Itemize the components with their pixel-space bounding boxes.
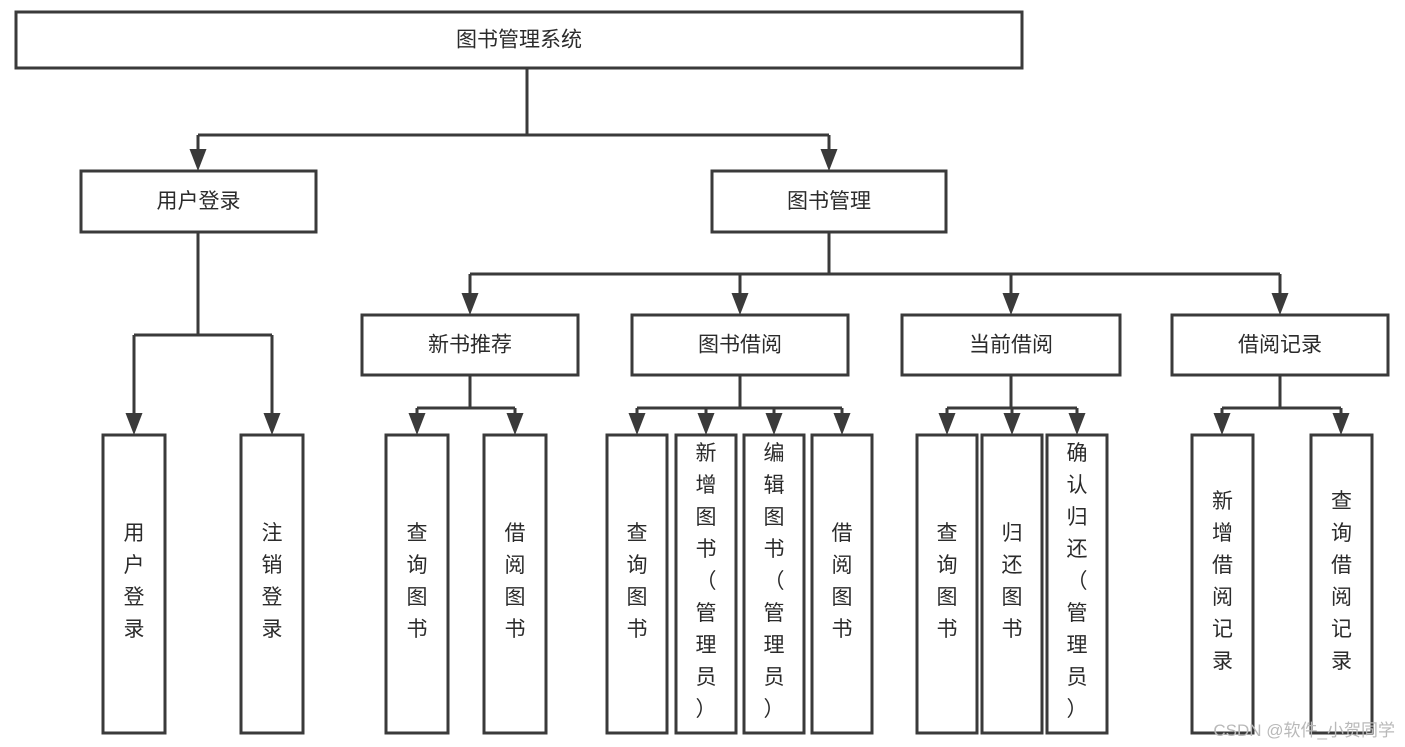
arrow-head-icon: [833, 413, 851, 435]
arrow-head-icon: [263, 413, 281, 435]
connector-borrowing-to-leaves: [628, 375, 851, 435]
arrow-head-icon: [765, 413, 783, 435]
node-box: [900, 313, 1122, 377]
node-leaf-add-borrowing-record[interactable]: 新增借阅记录: [1190, 433, 1255, 735]
node-box: [605, 433, 669, 735]
node-label: 归还图书: [1002, 522, 1023, 641]
connector-user-login-to-leaves: [125, 232, 281, 435]
arrow-head-icon: [506, 413, 524, 435]
connector-recommendation-to-leaves: [408, 375, 524, 435]
node-leaf-query-books-current[interactable]: 查询图书: [915, 433, 979, 735]
node-root-library-management-system[interactable]: 图书管理系统: [14, 10, 1024, 70]
node-label: 查询图书: [407, 522, 428, 641]
arrow-head-icon: [628, 413, 646, 435]
node-new-book-recommendation[interactable]: 新书推荐: [360, 313, 580, 377]
node-borrowing-records[interactable]: 借阅记录: [1170, 313, 1390, 377]
node-label: 查询图书: [627, 522, 648, 641]
node-label: 借阅记录: [1238, 334, 1322, 357]
node-label: 新增图书（管理员）: [696, 442, 717, 721]
node-leaf-logout[interactable]: 注销登录: [239, 433, 305, 735]
node-label: 注销登录: [262, 522, 283, 641]
connector-records-to-leaves: [1213, 375, 1350, 435]
node-label: 图书管理系统: [456, 29, 582, 52]
node-label: 新书推荐: [428, 334, 512, 357]
arrow-head-icon: [1271, 293, 1289, 315]
node-box: [1170, 313, 1390, 377]
arrow-head-icon: [1003, 413, 1021, 435]
node-leaf-query-borrowing-record[interactable]: 查询借阅记录: [1309, 433, 1374, 735]
node-leaf-borrow-books-recommendation[interactable]: 借阅图书: [482, 433, 548, 735]
node-label: 编辑图书（管理员）: [764, 442, 785, 721]
node-leaf-return-books[interactable]: 归还图书: [980, 433, 1044, 735]
arrow-head-icon: [938, 413, 956, 435]
node-leaf-query-books-recommendation[interactable]: 查询图书: [384, 433, 450, 735]
node-label: 图书借阅: [698, 334, 782, 357]
node-label: 当前借阅: [969, 334, 1053, 357]
arrow-head-icon: [125, 413, 143, 435]
node-box: [710, 169, 948, 234]
node-label: 借阅图书: [832, 522, 853, 641]
node-label: 图书管理: [787, 190, 871, 213]
node-leaf-edit-book-admin[interactable]: 编辑图书（管理员）: [742, 433, 806, 735]
arrow-head-icon: [697, 413, 715, 435]
node-box: [384, 433, 450, 735]
node-box: [810, 433, 874, 735]
node-label: 查询图书: [937, 522, 958, 641]
node-book-management[interactable]: 图书管理: [710, 169, 948, 234]
node-label: 用户登录: [157, 190, 241, 213]
connector-current-to-leaves: [938, 375, 1086, 435]
node-label: 查询借阅记录: [1331, 490, 1352, 673]
connector-root-to-level2: [189, 68, 838, 171]
node-box: [742, 433, 806, 735]
arrow-head-icon: [189, 149, 207, 171]
node-box: [101, 433, 167, 735]
node-box: [360, 313, 580, 377]
arrow-head-icon: [731, 293, 749, 315]
node-leaf-user-login[interactable]: 用户登录: [101, 433, 167, 735]
arrow-head-icon: [1213, 413, 1231, 435]
arrow-head-icon: [461, 293, 479, 315]
arrow-head-icon: [1332, 413, 1350, 435]
node-label: 新增借阅记录: [1212, 490, 1233, 673]
node-box: [14, 10, 1024, 70]
node-leaf-confirm-return-admin[interactable]: 确认归还（管理员）: [1045, 433, 1109, 735]
node-label: 确认归还（管理员）: [1067, 442, 1088, 721]
node-leaf-add-book-admin[interactable]: 新增图书（管理员）: [674, 433, 738, 735]
node-label: 用户登录: [124, 522, 145, 641]
node-label: 借阅图书: [505, 522, 526, 641]
node-user-login[interactable]: 用户登录: [79, 169, 318, 234]
node-box: [79, 169, 318, 234]
node-leaf-borrow-books-borrowing[interactable]: 借阅图书: [810, 433, 874, 735]
connector-book-management-to-level3: [461, 232, 1289, 315]
node-leaf-query-books-borrowing[interactable]: 查询图书: [605, 433, 669, 735]
node-current-borrowing[interactable]: 当前借阅: [900, 313, 1122, 377]
arrow-head-icon: [820, 149, 838, 171]
node-box: [674, 433, 738, 735]
node-box: [1045, 433, 1109, 735]
node-box: [239, 433, 305, 735]
arrow-head-icon: [1068, 413, 1086, 435]
node-book-borrowing[interactable]: 图书借阅: [630, 313, 850, 377]
node-box: [482, 433, 548, 735]
node-box: [1190, 433, 1255, 735]
arrow-head-icon: [1002, 293, 1020, 315]
node-box: [630, 313, 850, 377]
node-box: [915, 433, 979, 735]
node-box: [980, 433, 1044, 735]
arrow-head-icon: [408, 413, 426, 435]
node-box: [1309, 433, 1374, 735]
